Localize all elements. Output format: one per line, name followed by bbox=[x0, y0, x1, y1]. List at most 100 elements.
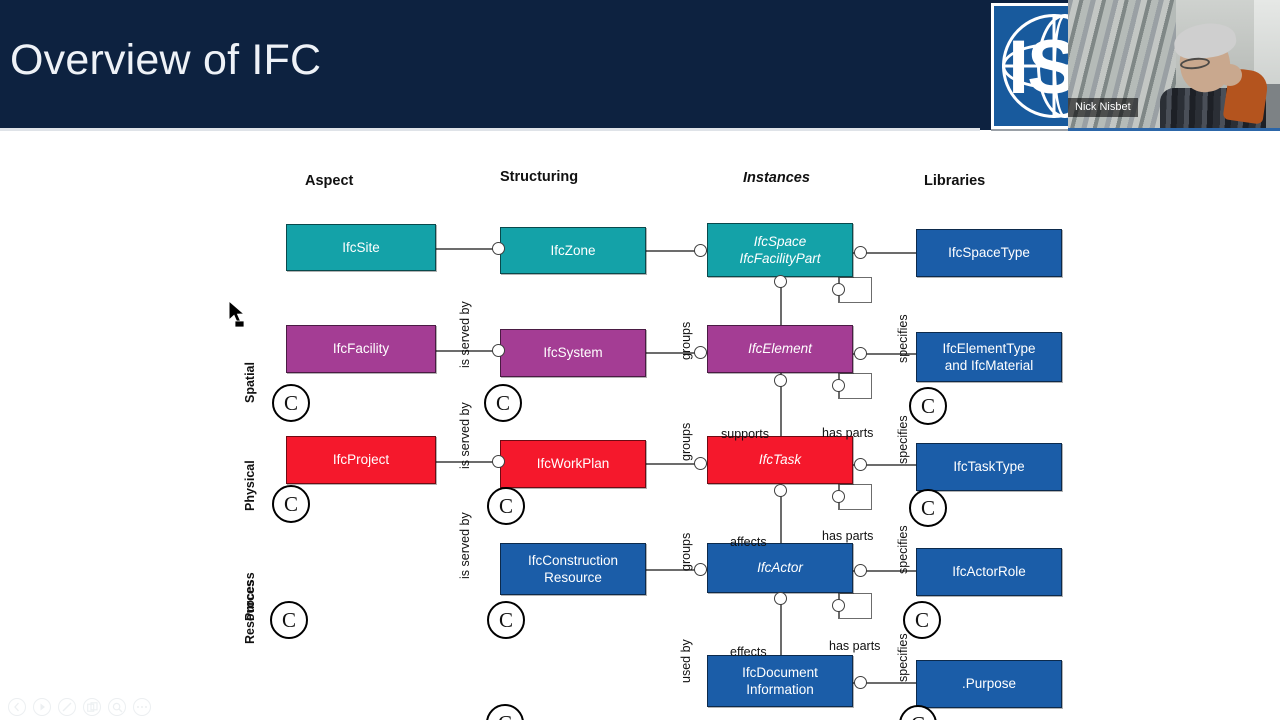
edge-docinfo-purpose bbox=[853, 682, 916, 684]
endpoint-has-parts bbox=[831, 282, 845, 296]
class-marker: C bbox=[909, 387, 947, 425]
edge-aspect-structuring bbox=[436, 461, 500, 463]
endpoint-affects bbox=[773, 373, 787, 387]
edge-label-has-parts: has parts bbox=[822, 529, 874, 543]
endpoint-ifczone-in bbox=[491, 241, 505, 255]
endpoint-supports bbox=[773, 274, 787, 288]
endpoint-ifcelement-in bbox=[693, 345, 707, 359]
node-ifcspacetype[interactable]: IfcSpaceType bbox=[916, 229, 1062, 277]
edge-label-specifies: specifies bbox=[896, 633, 910, 682]
more-options-button[interactable] bbox=[133, 698, 151, 716]
column-header-libraries: Libraries bbox=[924, 173, 986, 189]
node-ifcworkplan[interactable]: IfcWorkPlan bbox=[500, 440, 646, 488]
endpoint-ifcsystem-in bbox=[491, 343, 505, 357]
edge-supports bbox=[780, 277, 782, 325]
chevron-left-icon bbox=[12, 702, 22, 712]
edge-label-specifies: specifies bbox=[896, 415, 910, 464]
edge-structuring-instances bbox=[646, 250, 707, 252]
node-ifcsite[interactable]: IfcSite bbox=[286, 224, 436, 271]
row-label-resources: Resources bbox=[243, 580, 257, 644]
edge-instances-libraries bbox=[853, 570, 916, 572]
slide-overview-button[interactable] bbox=[83, 698, 101, 716]
node-ifctask[interactable]: IfcTask bbox=[707, 436, 853, 484]
endpoint-ifcdocinfo-out bbox=[853, 675, 867, 689]
endpoint-ifcactor-out bbox=[853, 563, 867, 577]
presentation-toolbar bbox=[8, 698, 158, 718]
edge-label-has-parts: has parts bbox=[829, 639, 881, 653]
class-marker: C bbox=[487, 601, 525, 639]
edge-label-affects: affects bbox=[730, 535, 767, 549]
edge-label-groups: groups bbox=[679, 532, 693, 571]
edge-has-parts-loop bbox=[838, 593, 872, 619]
title-underline bbox=[0, 128, 980, 131]
class-marker: C bbox=[487, 487, 525, 525]
edge-effects bbox=[780, 484, 782, 543]
endpoint-ifcspace-in bbox=[693, 243, 707, 257]
row-label-spatial: Spatial bbox=[243, 362, 257, 403]
edge-structuring-instances bbox=[646, 569, 707, 571]
edge-label-groups: groups bbox=[679, 422, 693, 461]
video-tile-underline bbox=[1068, 128, 1280, 131]
edge-instances-libraries bbox=[853, 353, 916, 355]
edge-label-supports: supports bbox=[721, 427, 769, 441]
edge-label-is-served-by: is served by bbox=[458, 301, 472, 368]
node-ifctasktype[interactable]: IfcTaskType bbox=[916, 443, 1062, 491]
endpoint-has-parts bbox=[831, 598, 845, 612]
participant-video-tile[interactable]: Nick Nisbet bbox=[1068, 0, 1280, 128]
edge-label-is-served-by: is served by bbox=[458, 512, 472, 579]
row-label-physical: Physical bbox=[243, 460, 257, 511]
edge-aspect-structuring bbox=[436, 350, 500, 352]
zoom-button[interactable] bbox=[108, 698, 126, 716]
endpoint-ifcelement-out bbox=[853, 346, 867, 360]
pen-icon bbox=[61, 701, 73, 713]
edge-structuring-instances bbox=[646, 463, 707, 465]
class-marker: C bbox=[272, 485, 310, 523]
endpoint-effects bbox=[773, 483, 787, 497]
endpoint-has-parts bbox=[831, 489, 845, 503]
mouse-cursor bbox=[228, 300, 246, 328]
participant-name-label: Nick Nisbet bbox=[1068, 98, 1138, 117]
endpoint-ifctask-out bbox=[853, 457, 867, 471]
edge-instances-libraries bbox=[853, 252, 916, 254]
play-icon bbox=[37, 702, 47, 712]
class-marker: C bbox=[484, 384, 522, 422]
endpoint-has-parts bbox=[831, 378, 845, 392]
video-person-hand bbox=[1218, 64, 1242, 86]
edge-label-specifies: specifies bbox=[896, 314, 910, 363]
edge-instances-libraries bbox=[853, 464, 916, 466]
pen-tool-button[interactable] bbox=[58, 698, 76, 716]
class-marker: C bbox=[486, 704, 524, 720]
endpoint-informs bbox=[773, 591, 787, 605]
edge-label-groups: groups bbox=[679, 321, 693, 360]
edge-label-effects: effects bbox=[730, 645, 767, 659]
edge-informs bbox=[780, 593, 782, 655]
next-slide-button[interactable] bbox=[33, 698, 51, 716]
node-ifcsystem[interactable]: IfcSystem bbox=[500, 329, 646, 377]
node-ifcactorrole[interactable]: IfcActorRole bbox=[916, 548, 1062, 596]
edge-has-parts-loop bbox=[838, 484, 872, 510]
edge-label-specifies: specifies bbox=[896, 525, 910, 574]
edge-has-parts-loop bbox=[838, 373, 872, 399]
grid-icon bbox=[86, 701, 98, 713]
endpoint-ifcworkplan-in bbox=[491, 454, 505, 468]
edge-aspect-structuring bbox=[436, 248, 500, 250]
node-ifczone[interactable]: IfcZone bbox=[500, 227, 646, 274]
node-purpose[interactable]: .Purpose bbox=[916, 660, 1062, 708]
column-header-instances: Instances bbox=[743, 170, 810, 186]
node-ifcproject[interactable]: IfcProject bbox=[286, 436, 436, 484]
edge-has-parts-loop bbox=[838, 277, 872, 303]
node-ifcactor[interactable]: IfcActor bbox=[707, 543, 853, 593]
previous-slide-button[interactable] bbox=[8, 698, 26, 716]
node-ifcelement[interactable]: IfcElement bbox=[707, 325, 853, 373]
slide-title-bar bbox=[0, 0, 980, 130]
node-ifcfacility[interactable]: IfcFacility bbox=[286, 325, 436, 373]
edge-label-is-served-by: is served by bbox=[458, 402, 472, 469]
page-title: Overview of IFC bbox=[10, 36, 322, 84]
column-header-aspect: Aspect bbox=[305, 173, 354, 189]
magnifier-icon bbox=[112, 702, 123, 713]
